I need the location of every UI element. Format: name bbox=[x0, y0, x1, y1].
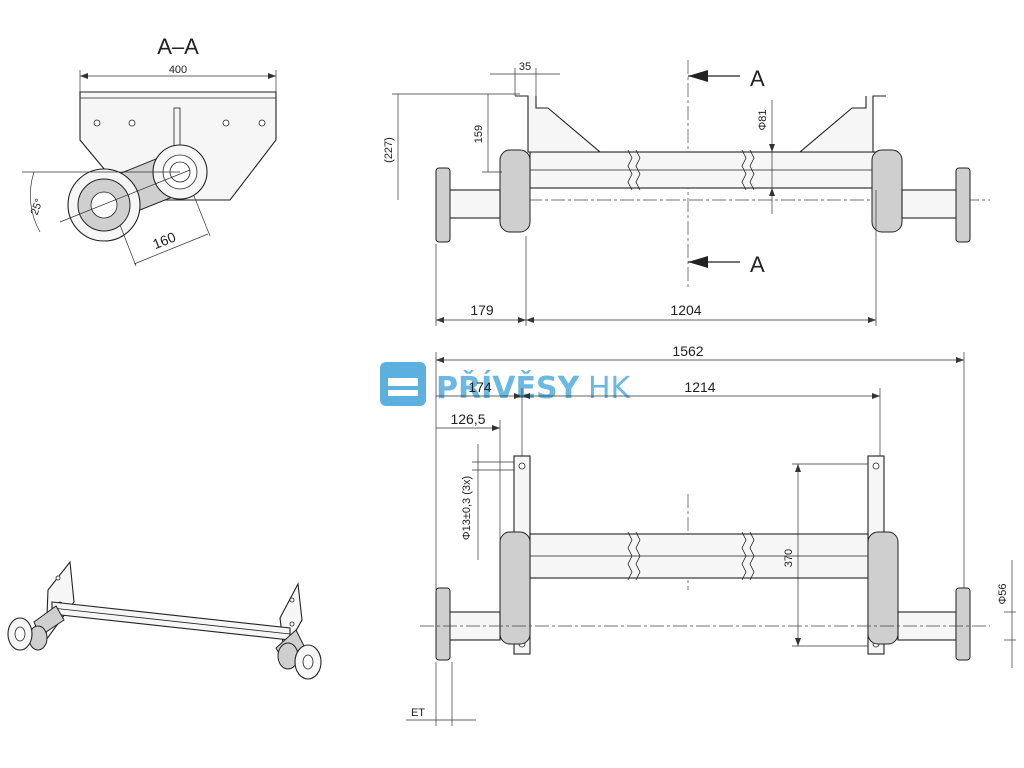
holes-label: Φ13±0,3 (3x) bbox=[461, 476, 473, 540]
plate-height-label: 370 bbox=[783, 549, 795, 567]
et-label: ET bbox=[411, 707, 425, 719]
tube-diameter-label: Φ81 bbox=[757, 109, 769, 130]
arm-length-label: 160 bbox=[150, 228, 178, 252]
section-view: A–A 400 25° 160 bbox=[22, 34, 277, 267]
flange-spacing-label: 1214 bbox=[684, 379, 715, 395]
top-view: 1562 174 1214 126,5 Φ13±0,3 (3x) bbox=[406, 343, 1016, 726]
arm-housing-right bbox=[871, 149, 903, 233]
total-height-label: (227) bbox=[383, 137, 395, 163]
arm-height-label: 159 bbox=[473, 125, 485, 143]
front-view: A A 35 (227) 159 bbox=[383, 60, 990, 326]
tab-width-label: 35 bbox=[519, 61, 531, 73]
brand-name-light: HK bbox=[588, 371, 632, 406]
flange-offset-label: 174 bbox=[468, 379, 492, 395]
isometric-view bbox=[7, 560, 322, 680]
overall-length-label: 1562 bbox=[672, 343, 703, 359]
section-width-label: 400 bbox=[169, 64, 187, 76]
hub-right bbox=[955, 167, 971, 243]
arm-housing-left bbox=[499, 149, 531, 233]
cut-marker-bottom: A bbox=[750, 252, 765, 277]
hub-offset-label: 179 bbox=[470, 302, 494, 318]
angle-label: 25° bbox=[29, 197, 46, 217]
plate-offset-label: 126,5 bbox=[450, 411, 485, 427]
section-title: A–A bbox=[157, 34, 199, 59]
cut-marker-top: A bbox=[750, 66, 765, 91]
brand-name-bold: PŘÍVĚSY bbox=[436, 370, 581, 406]
arm-spacing-label: 1204 bbox=[670, 302, 701, 318]
hub-diameter-label: Φ56 bbox=[997, 583, 1009, 604]
brand-logo: PŘÍVĚSY HK bbox=[380, 362, 632, 406]
hub-left bbox=[435, 167, 451, 243]
